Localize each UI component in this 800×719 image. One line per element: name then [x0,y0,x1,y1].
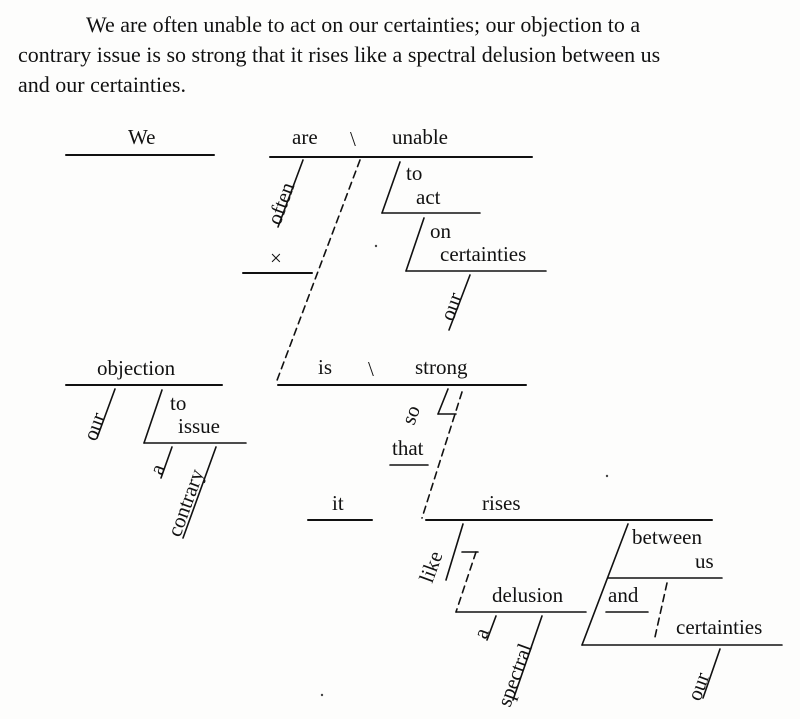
word-strong: strong [415,355,468,379]
word-certainties-2: certainties [676,615,762,639]
word-act: act [416,185,441,209]
word-that: that [392,436,424,460]
connector-dashed-so-that [421,391,463,519]
word-a-2: a [468,624,494,642]
word-we: We [128,125,155,149]
divider-are-unable: \ [350,127,356,151]
connector-dashed-and [654,582,668,638]
sentence-line-1: We are often unable to act on our certai… [86,12,641,37]
word-so: so [396,402,425,428]
connector-dashed-clause [275,159,361,384]
modifier-line-contrary [182,446,217,539]
speck [374,244,378,248]
preposition-slant-to-issue [143,389,163,444]
understood-subject-mark: × [270,246,282,270]
word-is: is [318,355,332,379]
word-certainties-1: certainties [440,242,526,266]
word-rises: rises [482,491,521,515]
word-contrary: contrary [162,465,209,539]
word-unable: unable [392,125,448,149]
word-and: and [608,583,639,607]
modifier-line-spectral [512,615,543,701]
divider-is-strong: \ [368,357,374,381]
word-are: are [292,125,318,149]
modifier-line-a-1 [160,446,173,479]
example-sentence: We are often unable to act on our certai… [18,10,786,100]
preposition-slant-to-act [381,161,401,214]
word-on: on [430,219,452,243]
modifier-line-our-1 [448,274,471,331]
word-like: like [414,548,447,586]
word-our-3: our [682,669,714,704]
word-delusion: delusion [492,583,564,607]
word-issue: issue [178,414,220,438]
modifier-line-so [437,388,449,415]
sentence-line-3: and our certainties. [18,72,186,97]
word-to-1: to [406,161,422,185]
word-often: often [262,178,299,227]
sentence-line-2: contrary issue is so strong that it rise… [18,42,661,67]
preposition-slant-between [581,523,629,646]
word-it: it [332,491,344,515]
modifier-line-our-2 [96,388,116,439]
word-to-2: to [170,391,186,415]
word-us: us [695,549,714,573]
speck [320,693,324,697]
preposition-slant-like [445,523,464,581]
word-spectral: spectral [492,640,537,710]
preposition-slant-on [405,217,425,272]
modifier-line-a-2 [486,615,497,641]
connector-dashed-like [455,551,477,613]
word-objection: objection [97,356,176,380]
modifier-line-often [277,159,304,228]
speck [605,474,609,478]
word-between: between [632,525,702,549]
modifier-line-our-3 [702,648,721,699]
